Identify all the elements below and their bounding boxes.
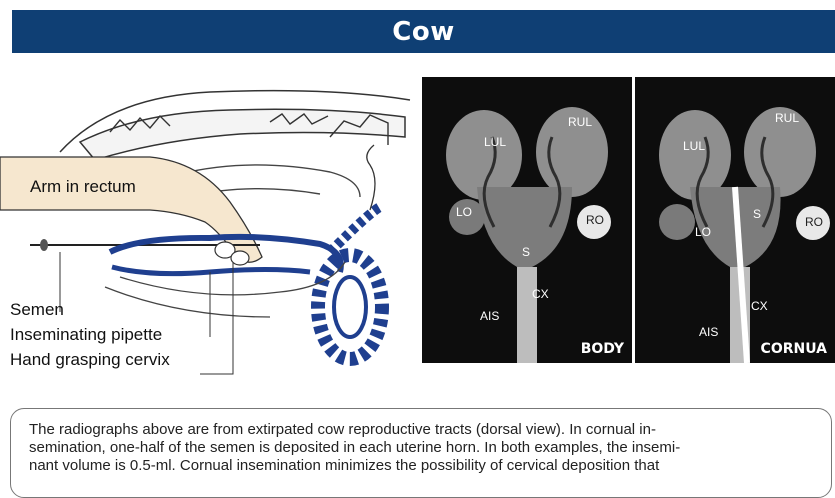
cx-label: CX (532, 287, 549, 301)
arm-in-rectum-callout: Arm in rectum (16, 170, 194, 204)
pipette-label: Inseminating pipette (10, 325, 162, 345)
ro-label: RO (586, 213, 604, 227)
hand-label: Hand grasping cervix (10, 350, 170, 370)
cx-label: CX (751, 299, 768, 313)
semen-label: Semen (10, 300, 64, 320)
page-title: Cow (392, 17, 454, 47)
s-label: S (522, 245, 530, 259)
lo-label: LO (695, 225, 711, 239)
lul-label: LUL (484, 135, 506, 149)
s-label: S (753, 207, 761, 221)
arm-in-rectum-label: Arm in rectum (30, 177, 136, 197)
radiograph-body: LUL RUL LO RO S CX AIS BODY (422, 77, 632, 363)
rul-label: RUL (568, 115, 592, 129)
ro-label: RO (805, 215, 823, 229)
radiograph-cornua: LUL RUL LO RO S CX AIS CORNUA (635, 77, 835, 363)
ais-label: AIS (699, 325, 718, 339)
radiograph-cornua-tag: CORNUA (761, 341, 827, 357)
caption-box: The radiographs above are from extirpate… (10, 408, 832, 498)
rul-label: RUL (775, 111, 799, 125)
ais-label: AIS (480, 309, 499, 323)
caption-line-3: nant volume is 0.5-ml. Cornual inseminat… (29, 457, 819, 475)
page-title-bar: Cow (12, 10, 835, 53)
lo-label: LO (456, 205, 472, 219)
radiograph-body-tag: BODY (581, 341, 624, 357)
caption-line-1: The radiographs above are from extirpate… (29, 421, 819, 439)
caption-line-2: semination, one-half of the semen is dep… (29, 439, 819, 457)
lul-label: LUL (683, 139, 705, 153)
